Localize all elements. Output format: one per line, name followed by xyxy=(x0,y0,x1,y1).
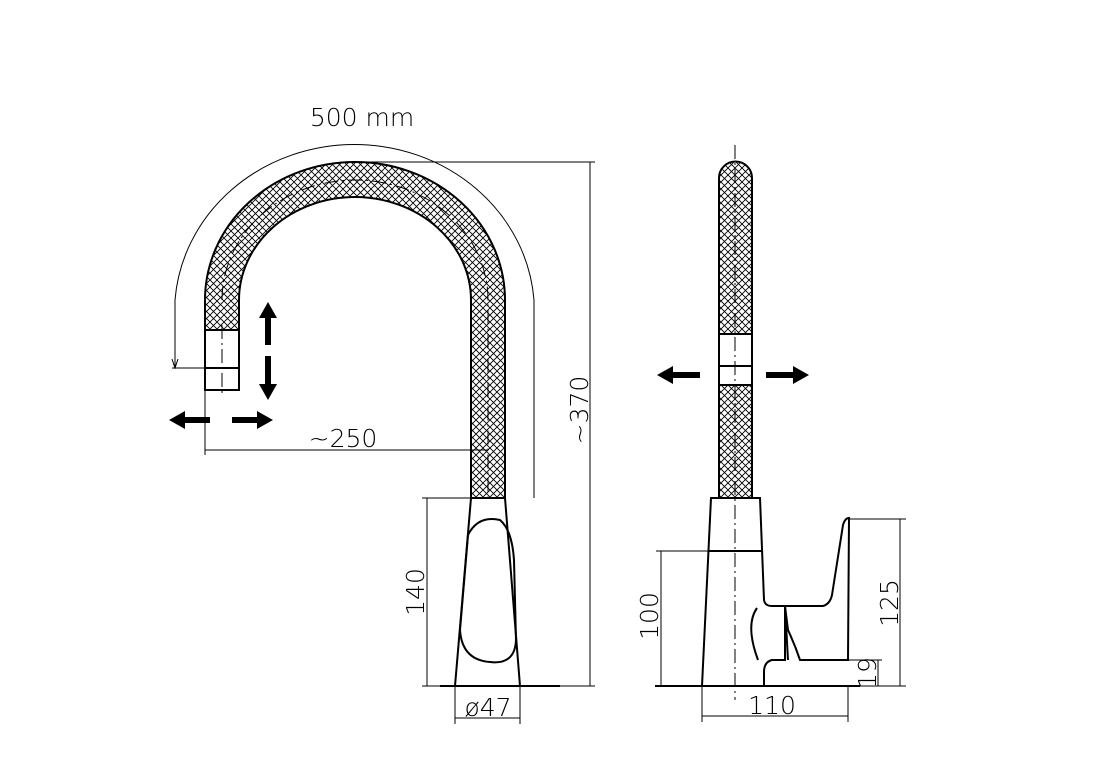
height-label: ~370 xyxy=(565,376,594,445)
side-view: 100 125 19 110 xyxy=(635,145,906,722)
depth-label: 110 xyxy=(748,691,796,720)
arrow-right-icon xyxy=(232,411,273,429)
front-view: 500 mm ~250 ~370 140 ø47 xyxy=(169,103,595,724)
side-body xyxy=(700,497,786,687)
side-hose xyxy=(718,160,753,499)
handle-base-label: 19 xyxy=(853,657,882,689)
base-diameter-label: ø47 xyxy=(464,693,511,722)
side-arrow-right-icon xyxy=(766,366,809,384)
side-arrow-left-icon xyxy=(657,366,700,384)
joint-height-label: 100 xyxy=(635,592,664,640)
side-handle xyxy=(783,516,851,661)
hose-length-label: 500 mm xyxy=(310,103,414,132)
body-oval-recess xyxy=(458,518,518,664)
reach-label: ~250 xyxy=(309,424,378,453)
arrow-left-icon xyxy=(169,411,210,429)
handle-height-label: 125 xyxy=(875,579,904,627)
body-height-label: 140 xyxy=(401,568,430,616)
hose-length-dimension xyxy=(175,144,535,498)
arrow-down-icon xyxy=(259,356,277,400)
flexible-hose xyxy=(204,161,506,499)
hose-centerline xyxy=(221,179,489,498)
arrow-up-icon xyxy=(259,302,277,345)
